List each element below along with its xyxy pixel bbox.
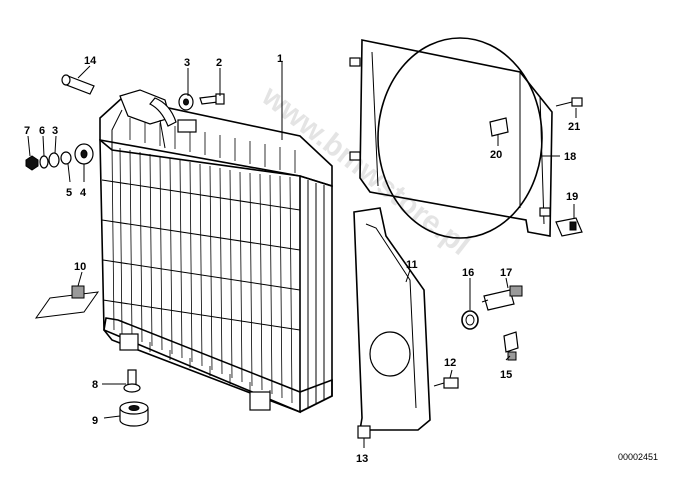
watermark: www.bmwstore.pl [255, 79, 476, 262]
callout-18: 18 [564, 151, 576, 163]
callout-21: 21 [568, 121, 580, 133]
part-19-connector [555, 217, 583, 237]
part-7-nut [25, 155, 39, 171]
callout-9: 9 [92, 415, 98, 427]
part-13-clip [357, 425, 371, 439]
side-bracket [353, 207, 431, 431]
part-8-pin [123, 369, 141, 393]
callout-11: 11 [406, 259, 418, 271]
callout-16: 16 [462, 267, 474, 279]
radiator [99, 89, 333, 414]
part-20-clip [489, 117, 509, 137]
callout-2: 2 [216, 57, 222, 69]
callout-14: 14 [84, 55, 97, 67]
callout-7: 7 [24, 125, 30, 137]
part-3-washer-left [48, 152, 60, 168]
callout-12: 12 [444, 357, 456, 369]
part-21-screw [555, 97, 583, 107]
callout-20: 20 [490, 149, 502, 161]
callout-5: 5 [66, 187, 72, 199]
callout-17: 17 [500, 267, 512, 279]
part-6-washer [39, 155, 49, 169]
part-17-temperature-switch [481, 285, 523, 311]
part-15-sensor [503, 331, 519, 361]
callout-10: 10 [74, 261, 86, 273]
callout-3-left: 3 [52, 125, 58, 137]
fan-shroud [349, 37, 553, 239]
callout-4: 4 [80, 187, 87, 199]
callout-19: 19 [566, 191, 578, 203]
part-3-washer-upper [178, 93, 194, 111]
part-12-bolt [433, 377, 459, 389]
callout-13: 13 [356, 453, 368, 465]
leader-lines [27, 62, 577, 448]
callout-6: 6 [39, 125, 45, 137]
part-16-seal-ring [461, 310, 479, 330]
callout-3-upper: 3 [184, 57, 190, 69]
part-5-spacer [60, 151, 72, 165]
reference-number: 00002451 [618, 452, 658, 462]
part-2-bolt [199, 93, 225, 105]
callout-1: 1 [277, 53, 283, 65]
callout-8: 8 [92, 379, 98, 391]
part-10-plug [34, 285, 100, 319]
part-14-pin [61, 74, 95, 95]
callout-15: 15 [500, 369, 512, 381]
part-9-rubber-mount [119, 401, 149, 427]
part-4-grommet [74, 143, 94, 165]
